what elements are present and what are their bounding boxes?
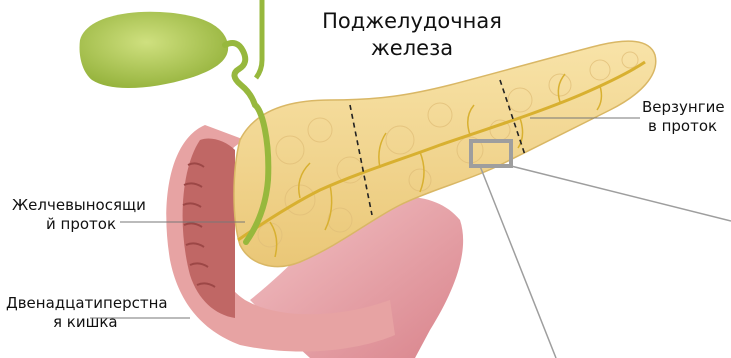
gallbladder-shape <box>80 12 229 88</box>
label-bile-duct-line-2: й проток <box>12 215 146 234</box>
title-line-1: Поджелудочная <box>312 8 512 35</box>
hepatic-duct <box>256 0 262 78</box>
label-bile-duct-line-1: Желчевыносящи <box>12 196 146 215</box>
label-ducts: Верзунгие в проток <box>642 98 725 136</box>
title-line-2: железа <box>312 35 512 62</box>
label-duodenum: Двенадцатиперстна я кишка <box>6 294 168 332</box>
label-duodenum-line-1: Двенадцатиперстна <box>6 294 168 313</box>
label-ducts-line-2: в проток <box>642 117 725 136</box>
label-bile-duct: Желчевыносящи й проток <box>12 196 146 234</box>
label-ducts-line-1: Верзунгие <box>642 98 725 117</box>
diagram-title: Поджелудочная железа <box>312 8 512 62</box>
zoom-line-1 <box>511 166 731 221</box>
zoom-line-2 <box>480 166 556 358</box>
label-duodenum-line-2: я кишка <box>6 313 168 332</box>
